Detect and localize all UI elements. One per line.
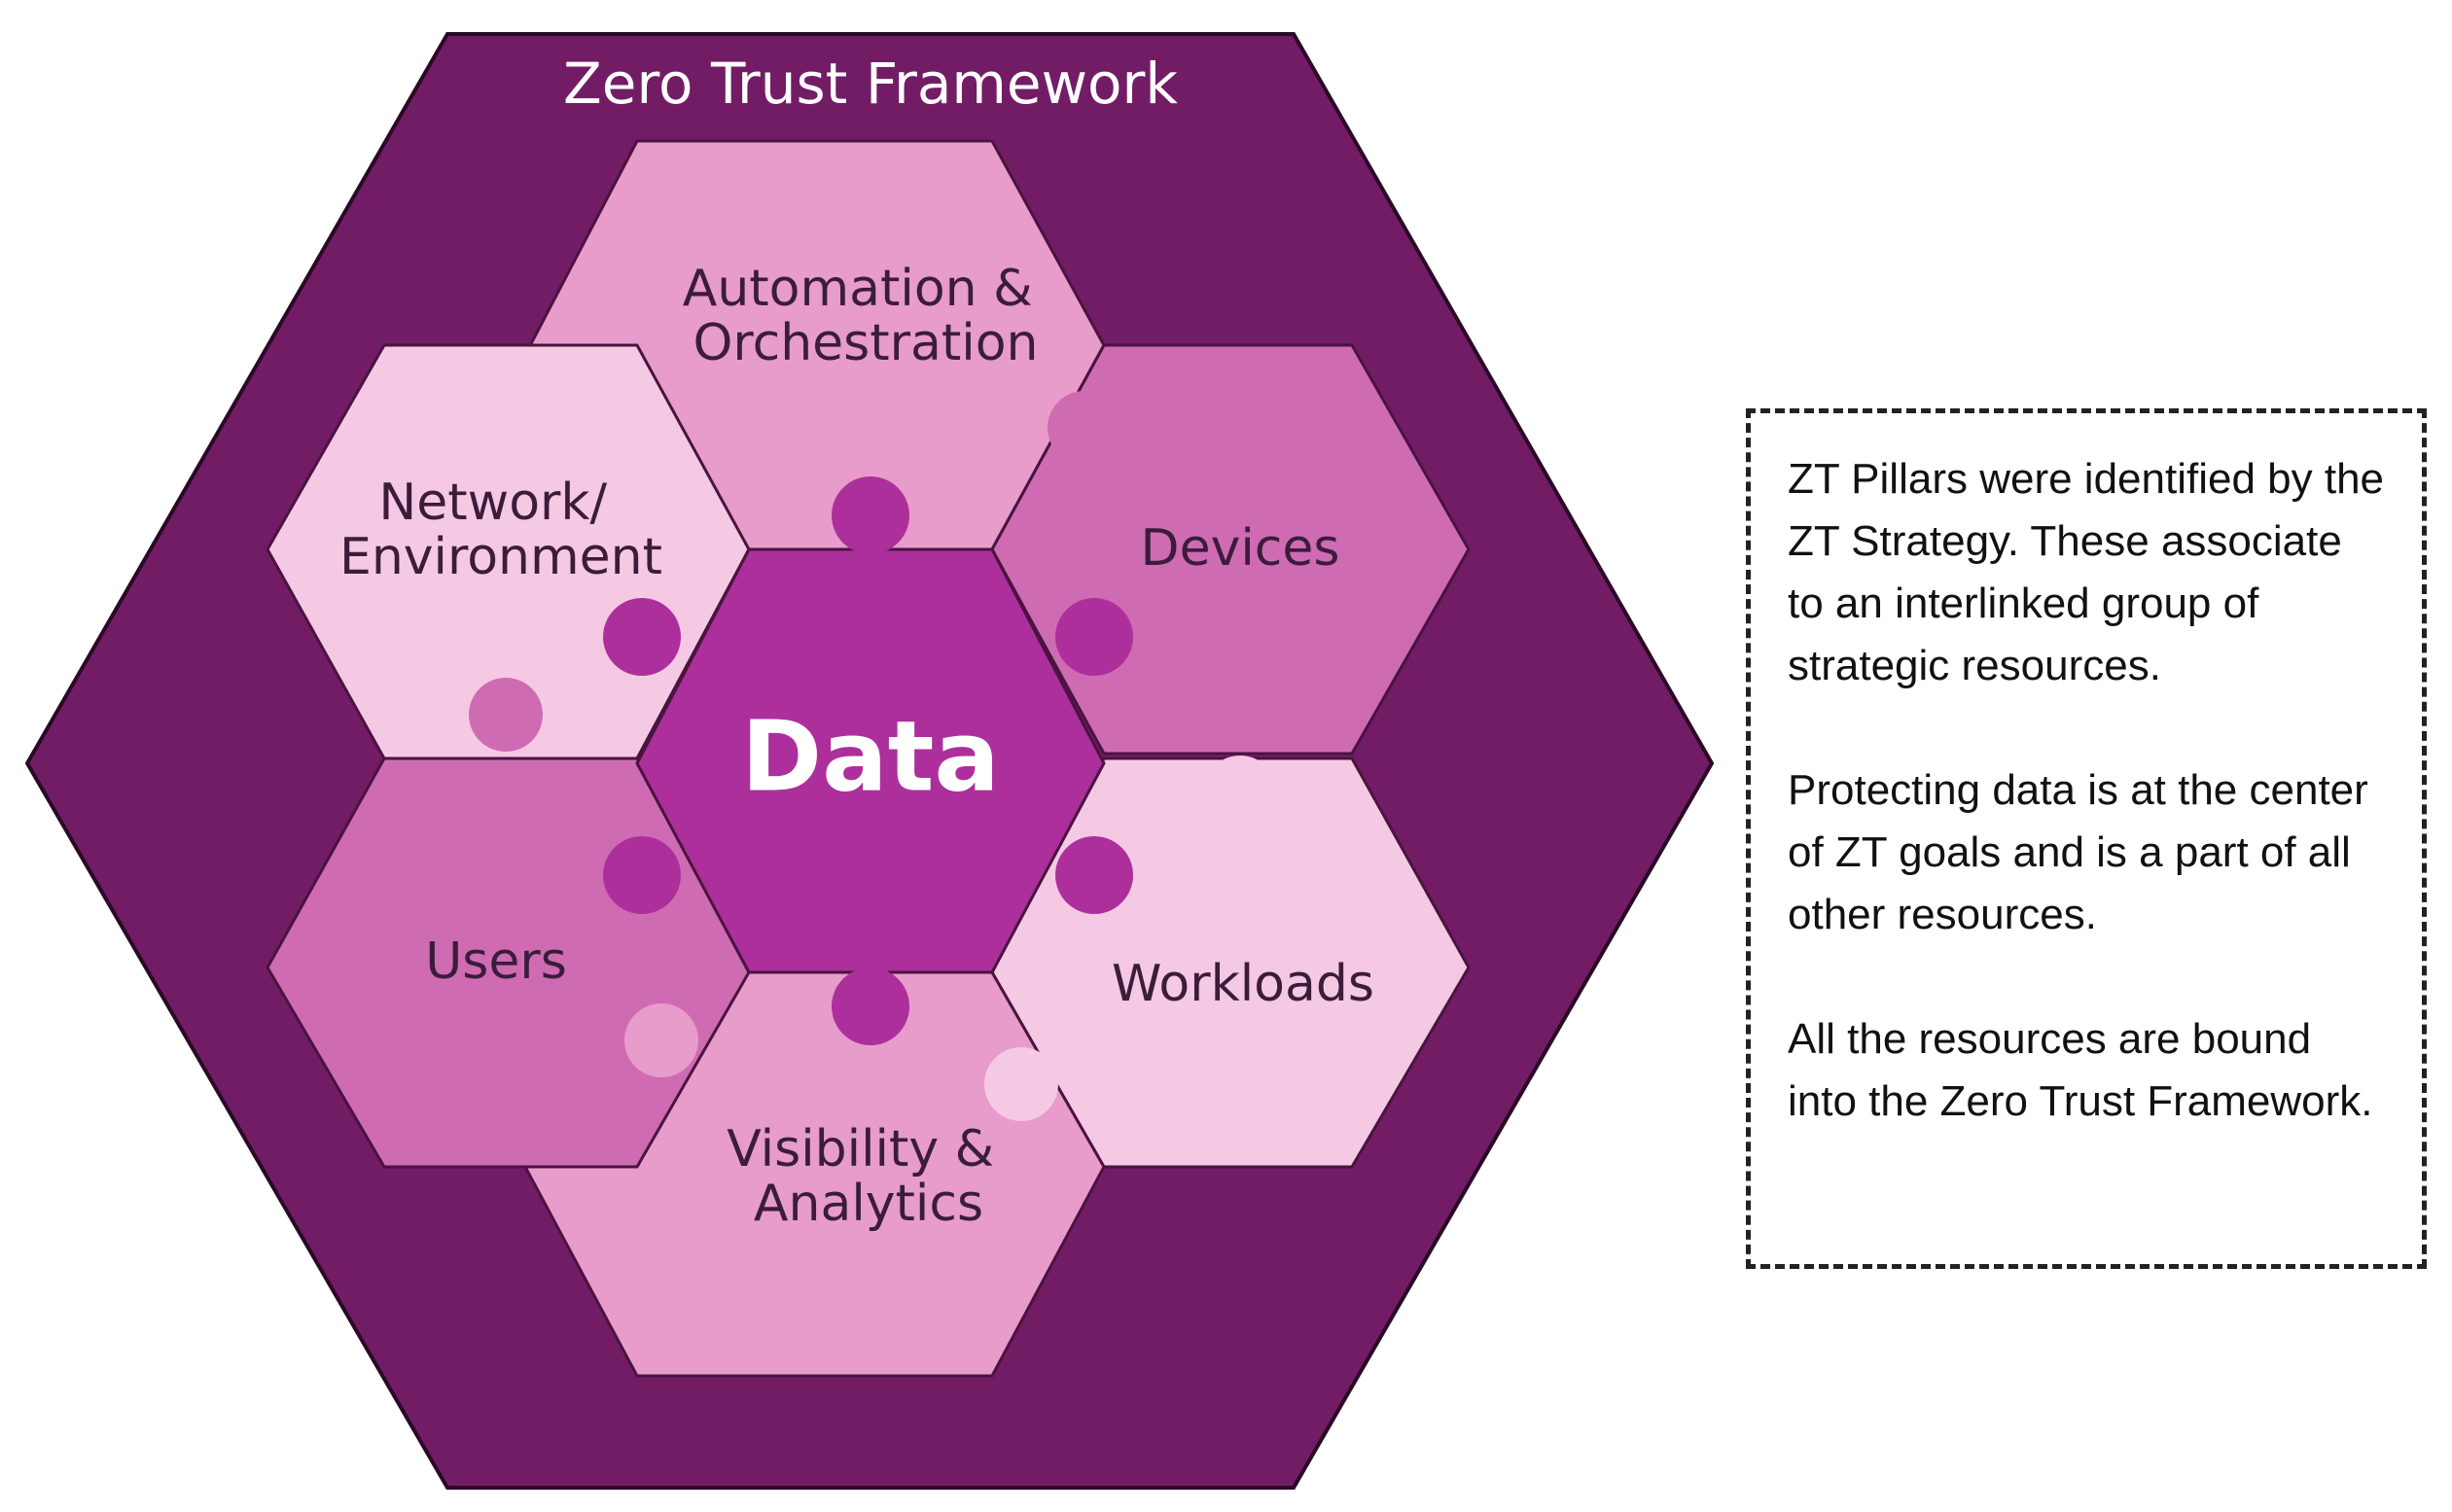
center-data-label: Data: [741, 699, 1000, 813]
center-tab-top-left: [603, 598, 681, 676]
tab-workloads-visibility: [984, 1047, 1058, 1121]
pillars-note: ZT Pillars were identified by the ZT Str…: [1746, 408, 2427, 1269]
note-paragraph: Protecting data is at the center of ZT g…: [1788, 766, 2368, 938]
center-tab-bottom-left: [603, 836, 681, 914]
pillar-automation-label: Automation & Orchestration: [683, 260, 1048, 372]
note-paragraph: All the resources are bound into the Zer…: [1788, 1015, 2373, 1125]
tab-visibility-users: [624, 1003, 698, 1077]
pillar-users-line-1: Users: [425, 932, 567, 991]
center-data-hex: [635, 547, 1106, 974]
pillar-workloads-label: Workloads: [1112, 955, 1374, 1013]
framework-title: Zero Trust Framework: [563, 51, 1178, 117]
pillar-workloads-line-1: Workloads: [1112, 955, 1374, 1013]
tab-devices-workloads: [1203, 756, 1277, 829]
tab-automation-devices: [1048, 391, 1121, 465]
pillar-visibility-label: Visibility & Analytics: [727, 1120, 1011, 1233]
center-data: Data: [603, 476, 1133, 1045]
center-tab-top-right: [1055, 598, 1133, 676]
pillar-network-line-1: Network/: [378, 474, 607, 532]
center-tab-bottom-right: [1055, 836, 1133, 914]
center-tab-bottom: [832, 967, 909, 1045]
tab-users-network: [469, 678, 543, 752]
pillar-network-line-2: Environment: [339, 528, 662, 586]
pillar-devices-line-1: Devices: [1141, 519, 1340, 578]
zero-trust-diagram: Zero Trust Framework Automation & Orches…: [24, 32, 1715, 1490]
pillar-network-label: Network/ Environment: [339, 474, 662, 586]
pillar-visibility-line-1: Visibility &: [727, 1120, 994, 1178]
pillar-automation-line-1: Automation &: [683, 260, 1033, 318]
note-paragraph: ZT Pillars were identified by the ZT Str…: [1788, 455, 2385, 689]
tab-network-automation: [688, 376, 762, 450]
pillar-users-label: Users: [425, 932, 567, 991]
pillar-visibility-line-2: Analytics: [754, 1175, 983, 1233]
pillar-automation-line-2: Orchestration: [693, 314, 1038, 372]
center-tab-top: [832, 476, 909, 554]
pillar-devices-label: Devices: [1141, 519, 1340, 578]
